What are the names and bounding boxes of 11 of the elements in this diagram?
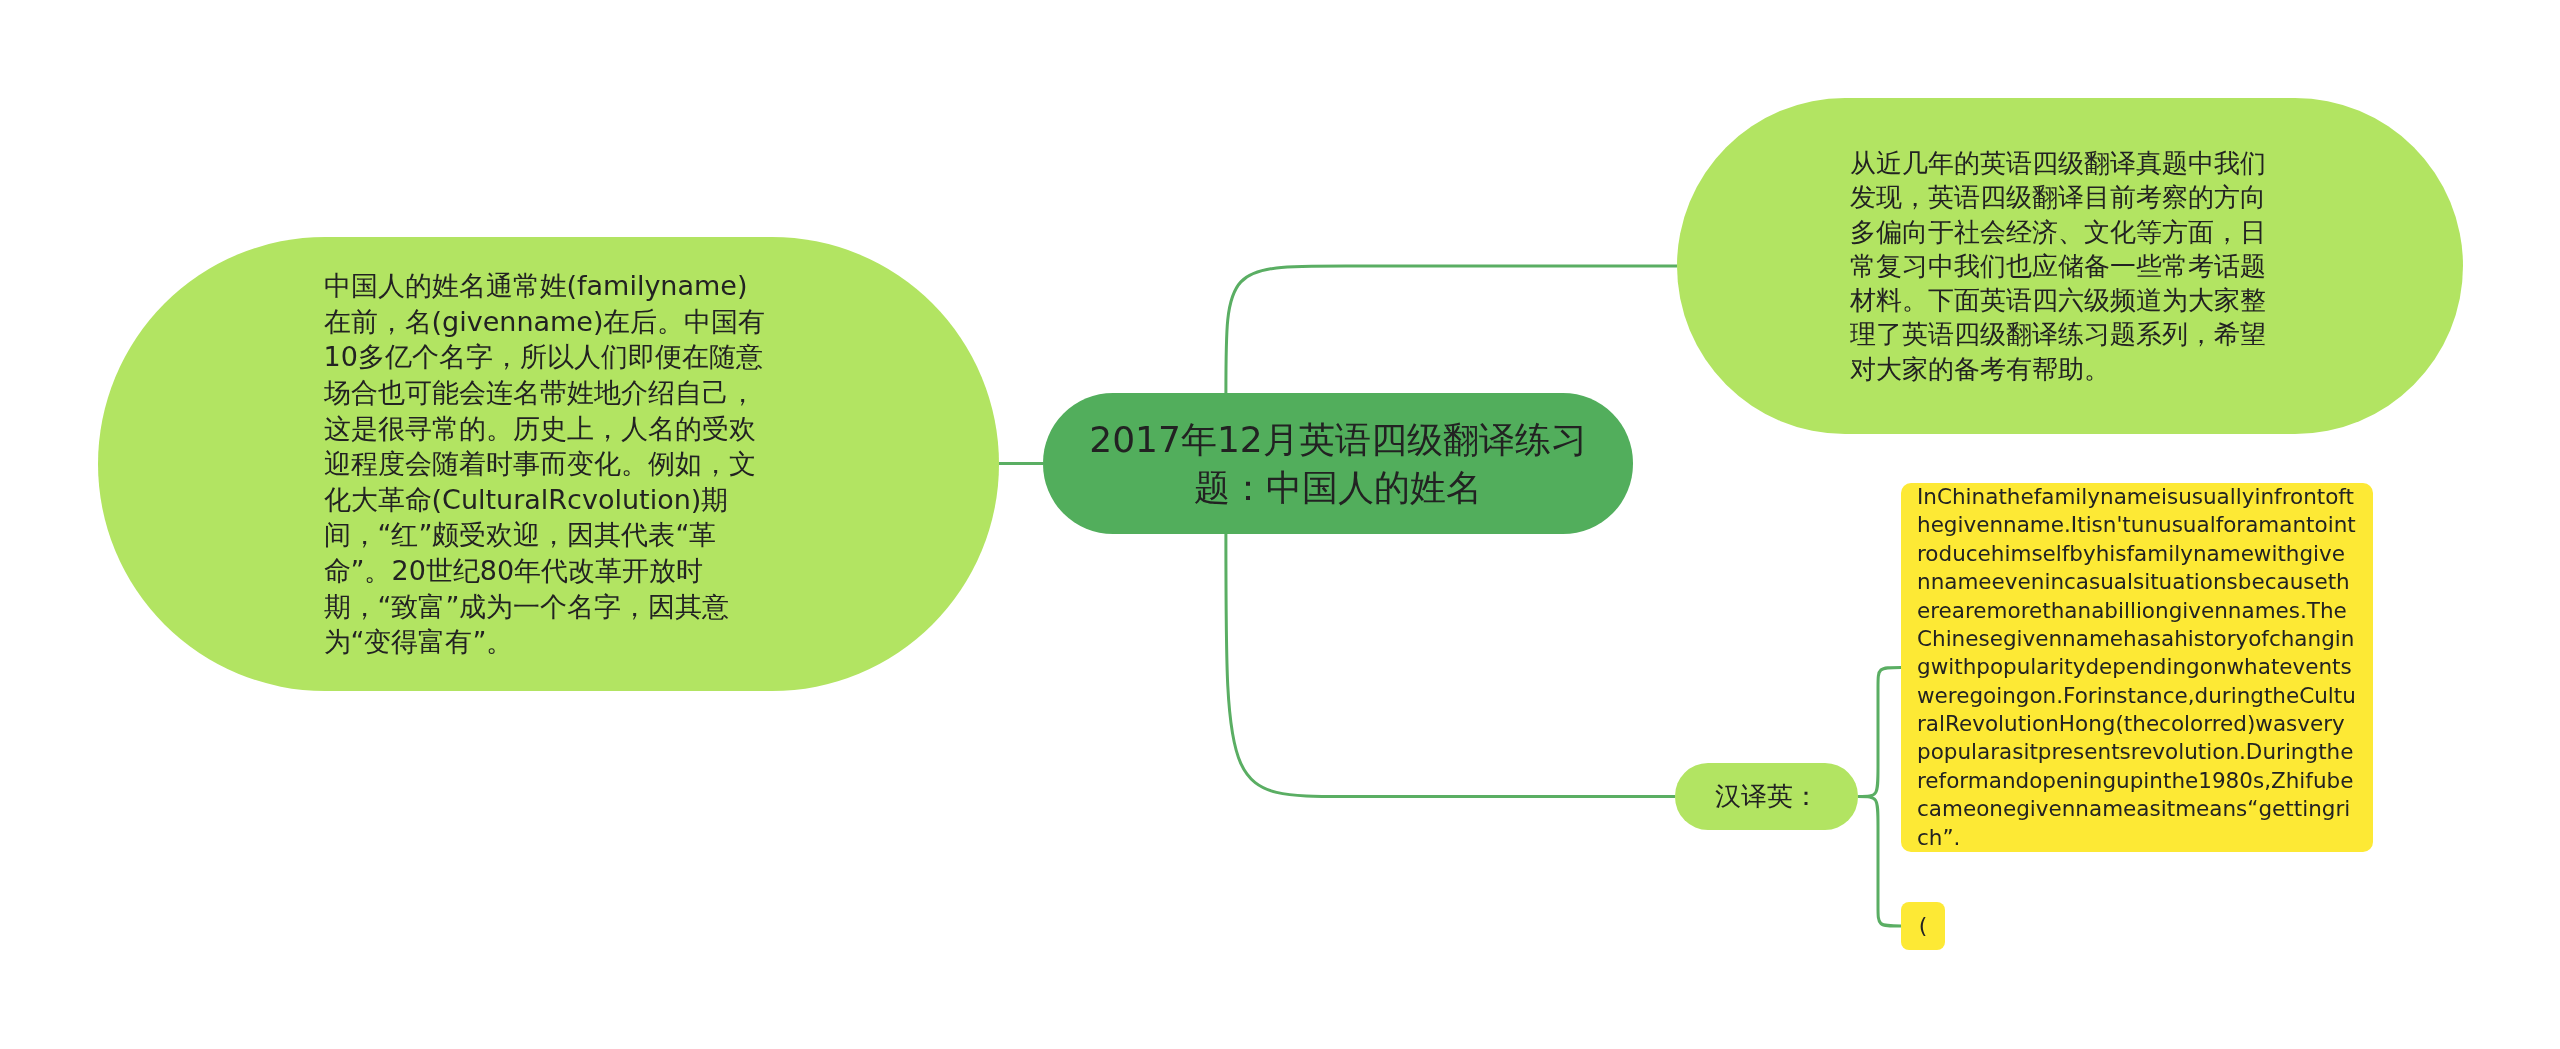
connector-line xyxy=(1858,795,1901,928)
connector-line xyxy=(1224,534,1675,798)
node-text: 2017年12月英语四级翻译练习题：中国人的姓名 xyxy=(1088,418,1588,510)
node-text: 中国人的姓名通常姓(familyname)在前，名(givenname)在后。中国有10多亿个名字，所以人们即便在随意场合也可能会连名带姓地介绍自己，这是很寻常的。历史上，人名的受欢迎程度会随着时事而变化。例如，文化大革命(CulturalRcvolution)期间，“红”颇受欢迎，因其代表“革命”。20世纪80年代改革开放时期，“致富”成为一个名字，因其意为“变得富有”。 xyxy=(323,269,767,660)
node-text: 汉译英： xyxy=(1714,780,1819,814)
text-card xyxy=(1901,902,1945,950)
connector-line xyxy=(1224,264,1677,393)
connector-line xyxy=(999,462,1043,465)
node-text: InChinathefamilynameisusuallyinfrontofthegivenname.Itisn'tunusualforamantointroducehimselfbyhisfamilynamewithgivennameevenincasualsituationsbecausetherearemorethanabilliongivennames.TheChinesegivennamehasahistoryofchangingwithpopularitydependingonwhateventsweregoingon.Forinstance,duringtheCulturalRevolutionHong(thecolorred)wasverypopularasitpresentsrevolution.Duringthereformandopeningupinthe1980s,Zhifubecameonegivennameasitmeans“gettingrich”. xyxy=(1917,483,2357,852)
node-text: ( xyxy=(1918,912,1928,941)
node-text: 从近几年的英语四级翻译真题中我们发现，英语四级翻译目前考察的方向多偏向于社会经济、文化等方面，日常复习中我们也应储备一些常考话题材料。下面英语四六级频道为大家整理了英语四级翻译练习题系列，希望对大家的备考有帮助。 xyxy=(1850,146,2267,386)
